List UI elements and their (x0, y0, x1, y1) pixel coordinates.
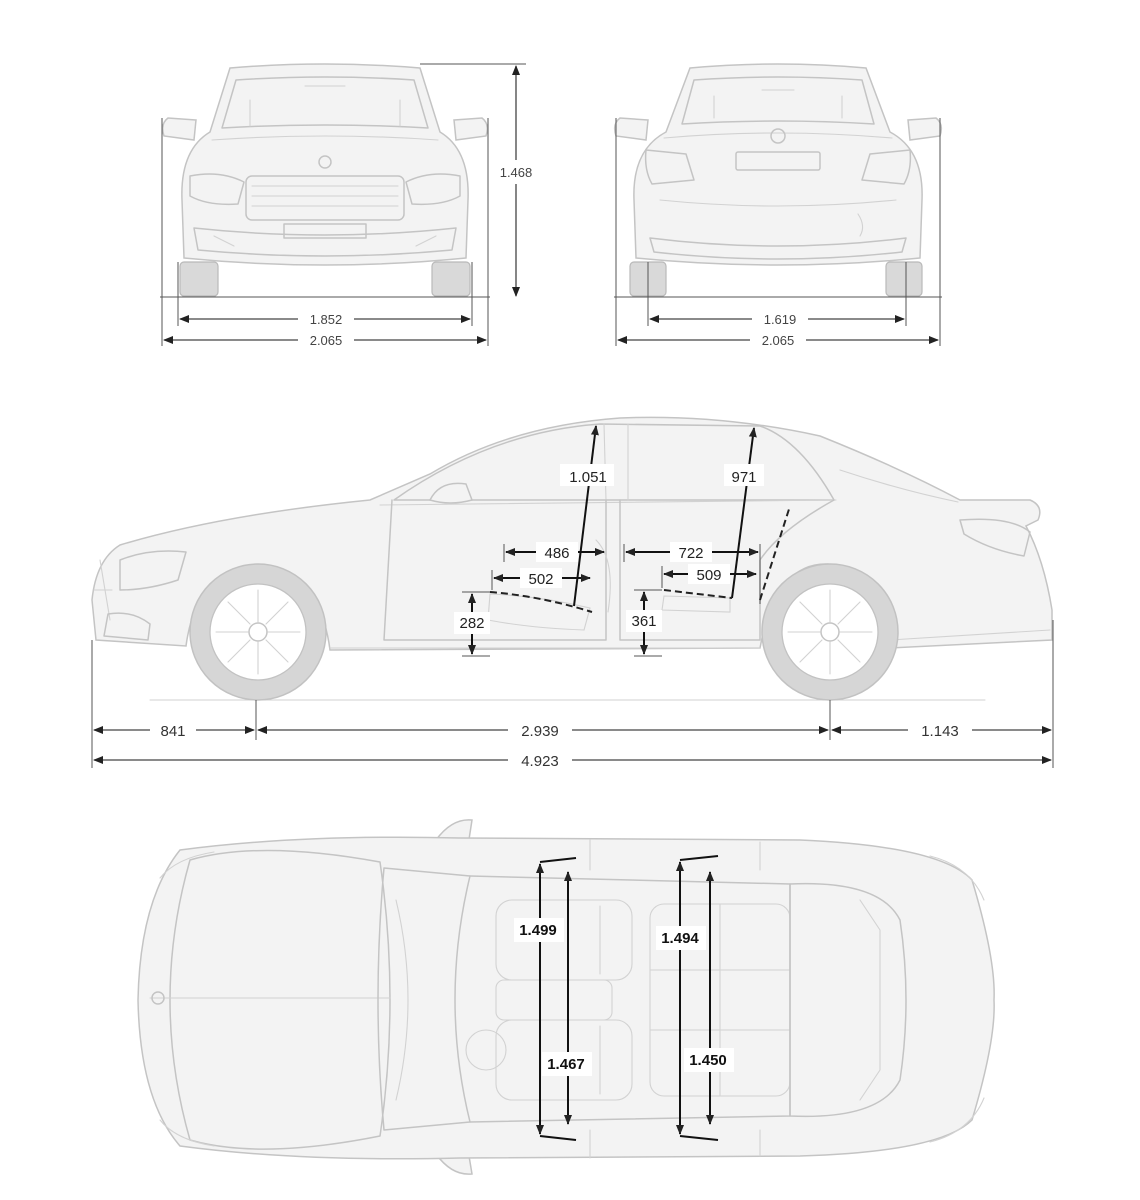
rear-overhang-label: 1.143 (921, 723, 959, 740)
side-view-length-dimensions: 841 2.939 1.143 4.923 (91, 620, 1054, 770)
front-view-dimensions: 1.468 1.852 2.065 (161, 63, 540, 350)
wheelbase-label: 2.939 (521, 723, 559, 740)
rear-hip-room-label: 1.450 (689, 1052, 727, 1069)
overall-length-label: 4.923 (521, 753, 559, 770)
front-track-label: 1.852 (310, 312, 343, 327)
rear-headroom-label: 971 (731, 469, 756, 486)
front-seat-depth-label: 502 (528, 571, 553, 588)
front-headroom-label: 1.051 (569, 469, 607, 486)
front-view: 1.468 1.852 2.065 (160, 63, 540, 350)
front-seat-height-label: 282 (459, 615, 484, 632)
rear-width-label: 2.065 (762, 333, 795, 348)
rear-view-car-drawing (613, 63, 943, 298)
rear-seat-height-label: 361 (631, 613, 656, 630)
front-hip-room-label: 1.467 (547, 1056, 585, 1073)
rear-legroom-label: 722 (678, 545, 703, 562)
front-shoulder-room-label: 1.499 (519, 922, 557, 939)
top-view: 1.499 1.467 1.494 1.450 (137, 819, 995, 1175)
side-view-interior-dimensions: 1.051 971 486 502 722 (454, 425, 791, 657)
side-view-car-drawing (91, 416, 1053, 701)
top-view-car-drawing (137, 819, 995, 1175)
rear-track-label: 1.619 (764, 312, 797, 327)
side-view: 1.051 971 486 502 722 (91, 416, 1054, 770)
rear-shoulder-room-label: 1.494 (661, 930, 699, 947)
front-legroom-label: 486 (544, 545, 569, 562)
rear-view-dimensions: 1.619 2.065 (615, 118, 941, 350)
front-height-label: 1.468 (500, 165, 533, 180)
rear-view: 1.619 2.065 (613, 63, 943, 350)
rear-seat-depth-label: 509 (696, 567, 721, 584)
front-view-car-drawing (160, 63, 490, 298)
front-overhang-label: 841 (160, 723, 185, 740)
front-width-label: 2.065 (310, 333, 343, 348)
top-view-dimensions: 1.499 1.467 1.494 1.450 (514, 855, 734, 1141)
